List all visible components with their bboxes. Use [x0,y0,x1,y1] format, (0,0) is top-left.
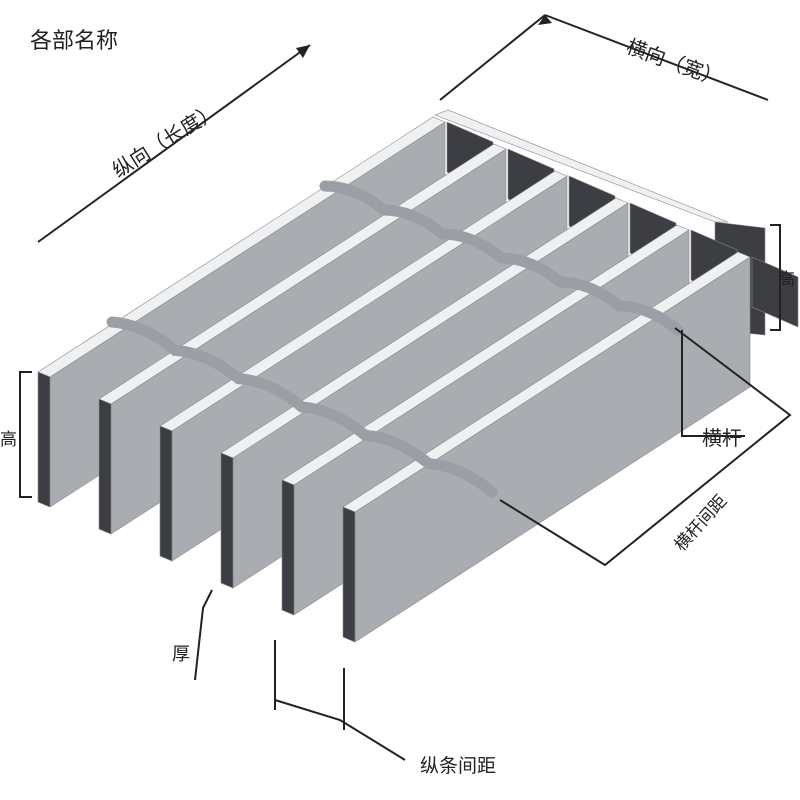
width-arrow-line [544,14,769,101]
bearing-bar-spacing-leader [274,699,406,761]
bearing-bar-end [98,398,112,535]
back-gap [751,256,799,328]
steel-grating [37,109,799,643]
height-left-bracket [19,371,32,498]
length-arrowhead [296,45,310,58]
bearing-bar-end [281,479,295,616]
height-right-bracket [770,224,781,331]
back-bar-top [434,109,729,223]
width-arrowhead [538,15,552,25]
bearing-bar-end [342,506,356,643]
height-left-label: 高 [0,430,17,450]
thickness-label: 厚 [172,644,190,665]
cross-bar-leader [681,330,745,437]
length-arrow-line [37,44,311,243]
cross-bar-back [319,180,684,336]
bearing-bar-end [159,425,173,562]
cross-bars [106,180,684,498]
cross-bar-front [106,316,498,498]
length-label: 纵向（长度） [108,98,222,182]
width-label: 横向（宽） [623,34,725,91]
corner-line [439,14,546,101]
height-right-label: 高 [778,270,795,290]
dimension-lines [19,14,792,761]
diagram-title: 各部名称 [30,29,118,54]
bearing-bar-end [37,371,51,508]
cross-bar-spacing-line [499,327,792,567]
thickness-leader [194,589,213,681]
cross-bar-label: 横杆 [702,426,742,450]
cross-bar-spacing-label: 横杆间距 [671,491,731,555]
bearing-bar-spacing-label: 纵条间距 [420,755,496,777]
bearing-bar-end [220,452,234,589]
